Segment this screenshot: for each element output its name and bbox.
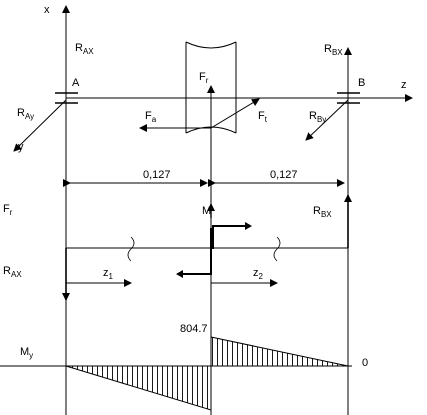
radial-force-label: Fr bbox=[199, 71, 209, 85]
dimension-right-label: 0,127 bbox=[270, 169, 298, 181]
concentrated-moment-symbol bbox=[176, 203, 252, 278]
support-b-label: B bbox=[358, 77, 365, 89]
tangential-force-label: Ft bbox=[258, 110, 268, 124]
y-axis bbox=[13, 99, 67, 152]
support-a-label: A bbox=[72, 77, 80, 89]
reaction-bx-label: RBX bbox=[324, 43, 343, 57]
moment-diagram-positive-area bbox=[210, 336, 349, 367]
axial-force-label: Fa bbox=[145, 110, 157, 124]
support-a-bearing bbox=[55, 92, 78, 104]
support-b-bearing bbox=[337, 92, 360, 104]
moment-diagram-negative-area bbox=[65, 365, 212, 411]
moment-end-value: 0 bbox=[362, 357, 368, 369]
reaction-by-arrow bbox=[305, 99, 349, 141]
reaction-ay-label: RAy bbox=[17, 107, 34, 121]
load-force-label: Fr bbox=[3, 203, 13, 217]
z2-label: z2 bbox=[253, 267, 264, 281]
reaction-by-label: RBy bbox=[309, 110, 326, 124]
moment-peak-value: 804.7 bbox=[180, 323, 208, 335]
z-axis-label: z bbox=[401, 79, 407, 91]
moment-diagram-label: My bbox=[20, 346, 33, 360]
break-mark-right bbox=[273, 236, 281, 262]
dimension-left-label: 0,127 bbox=[143, 169, 171, 181]
y-axis-label: y bbox=[18, 141, 24, 153]
x-axis-label: x bbox=[44, 4, 50, 16]
load-rbx-label: RBX bbox=[313, 205, 332, 219]
tangential-force-arrow bbox=[210, 98, 260, 129]
moment-symbol-label: M bbox=[202, 205, 211, 217]
break-mark-left bbox=[127, 236, 135, 262]
z1-label: z1 bbox=[103, 267, 114, 281]
load-rax-label: RAX bbox=[3, 265, 22, 279]
reaction-ax-label: RAX bbox=[75, 42, 94, 56]
